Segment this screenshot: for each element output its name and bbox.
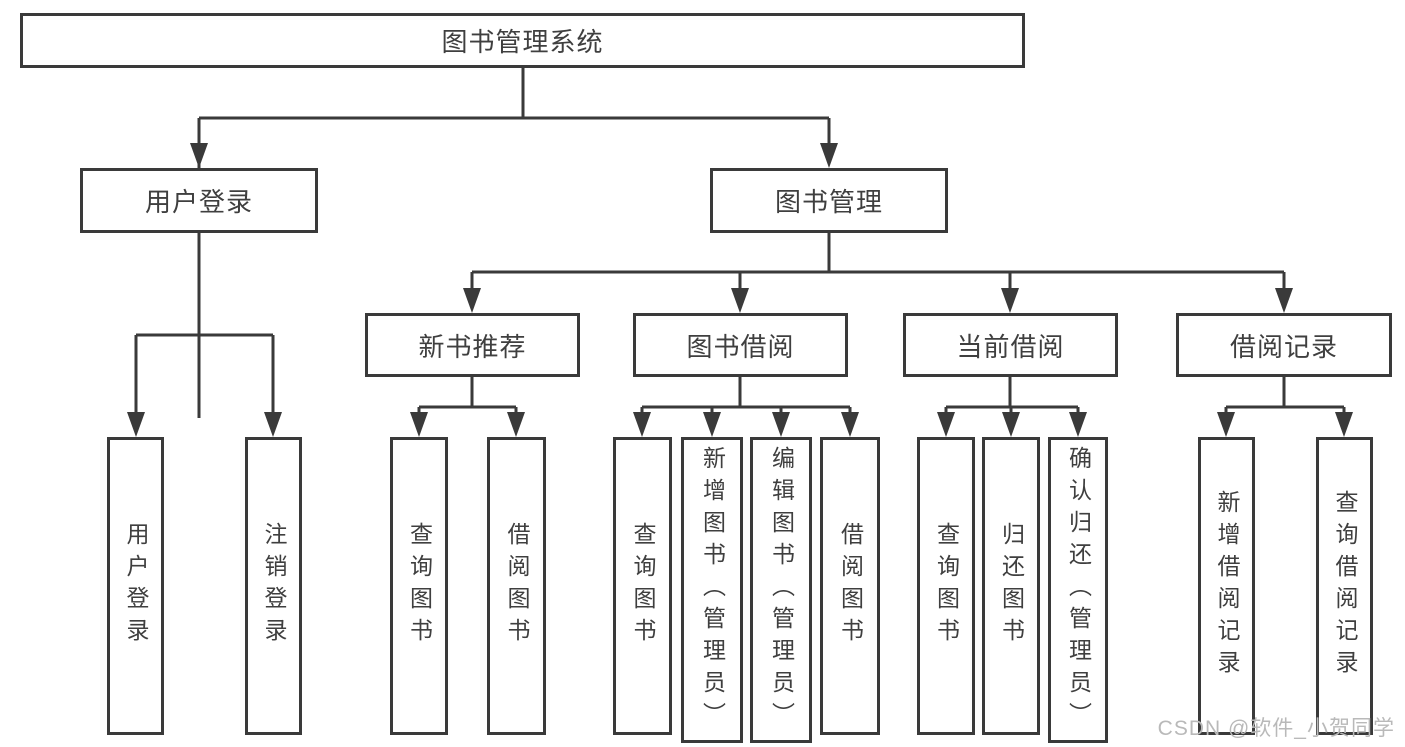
leaf-confirm-return-admin: 确认归还（管理员）	[1048, 437, 1108, 743]
leaf-edit-book-admin-label: 编辑图书（管理员）	[768, 446, 795, 734]
leaf-query-borrow-record-label: 查询借阅记录	[1332, 490, 1358, 682]
node-current-borrowing: 当前借阅	[903, 313, 1118, 377]
node-borrowing-records-label: 借阅记录	[1229, 331, 1338, 362]
node-book-management-label: 图书管理	[774, 187, 883, 217]
leaf-borrow-book-1-label: 借阅图书	[504, 522, 530, 650]
leaf-edit-book-admin: 编辑图书（管理员）	[750, 437, 812, 743]
leaf-confirm-return-admin-label: 确认归还（管理员）	[1065, 446, 1092, 734]
node-root-system: 图书管理系统	[20, 13, 1025, 68]
leaf-query-book-3: 查询图书	[917, 437, 975, 735]
leaf-query-borrow-record: 查询借阅记录	[1316, 437, 1373, 735]
node-user-login-label: 用户登录	[144, 187, 253, 217]
node-user-login: 用户登录	[80, 168, 318, 233]
connector-root	[197, 68, 831, 418]
node-borrowing-records: 借阅记录	[1176, 313, 1392, 377]
leaf-user-login-label: 用户登录	[123, 522, 149, 650]
leaf-borrow-book-2-label: 借阅图书	[837, 522, 864, 650]
leaf-logout: 注销登录	[245, 437, 302, 735]
leaf-borrow-book-2: 借阅图书	[820, 437, 880, 735]
leaf-query-book-1: 查询图书	[390, 437, 448, 735]
leaf-logout-label: 注销登录	[261, 522, 287, 650]
node-new-book-recommend: 新书推荐	[365, 313, 580, 377]
leaf-query-book-2-label: 查询图书	[630, 522, 656, 650]
connector-borrow-records	[1224, 377, 1346, 420]
leaf-return-book: 归还图书	[982, 437, 1040, 735]
connector-book-borrow	[640, 377, 852, 420]
leaf-add-borrow-record-label: 新增借阅记录	[1214, 490, 1240, 682]
leaf-add-borrow-record: 新增借阅记录	[1198, 437, 1255, 735]
leaf-borrow-book-1: 借阅图书	[487, 437, 546, 735]
node-current-borrowing-label: 当前借阅	[956, 331, 1065, 362]
connector-user-login	[134, 233, 275, 420]
leaf-query-book-3-label: 查询图书	[933, 522, 960, 650]
leaf-add-book-admin: 新增图书（管理员）	[681, 437, 743, 743]
connector-new-rec	[417, 377, 518, 420]
node-new-book-recommend-label: 新书推荐	[418, 331, 527, 362]
node-root-system-label: 图书管理系统	[441, 27, 604, 57]
leaf-return-book-label: 归还图书	[998, 522, 1025, 650]
arrowheads	[127, 143, 1353, 437]
leaf-query-book-2: 查询图书	[613, 437, 672, 735]
connector-book-mgmt	[470, 233, 1286, 296]
node-book-management: 图书管理	[710, 168, 948, 233]
leaf-user-login: 用户登录	[107, 437, 164, 735]
node-book-borrowing: 图书借阅	[633, 313, 848, 377]
node-book-borrowing-label: 图书借阅	[686, 331, 795, 362]
leaf-add-book-admin-label: 新增图书（管理员）	[699, 446, 726, 734]
leaf-query-book-1-label: 查询图书	[406, 522, 433, 650]
